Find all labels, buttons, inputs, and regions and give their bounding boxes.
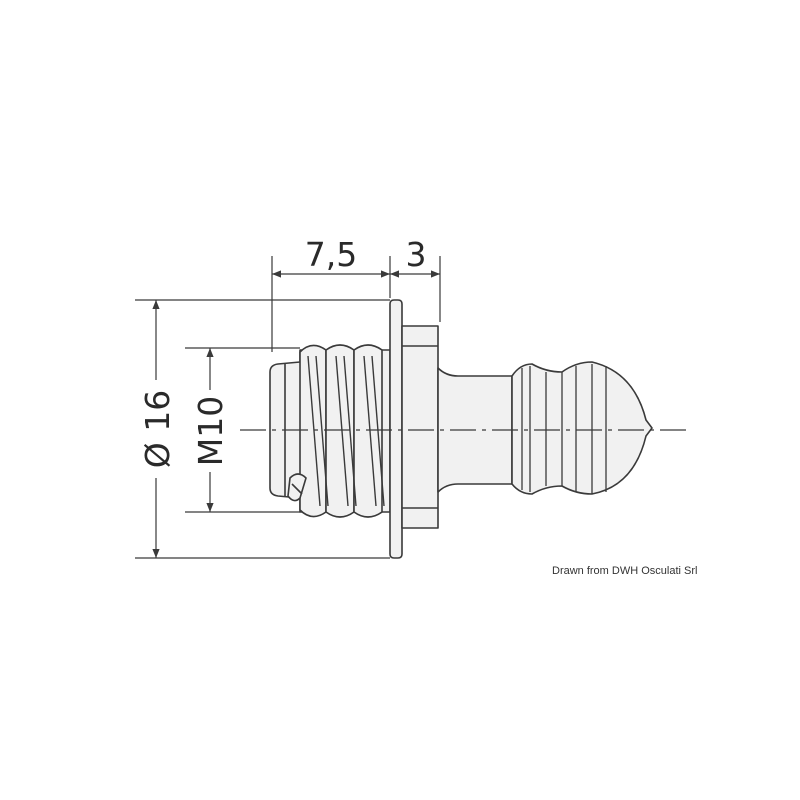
head-grooves [521,364,607,494]
flange [389,299,403,559]
shank-slot [287,473,307,502]
credit-caption: Drawn from DWH Osculati Srl [552,565,698,577]
dim-thread-label: M10 [191,396,230,466]
head [511,361,653,495]
thread-helix [307,355,385,507]
fastener-part [269,299,653,559]
dim-flange-thickness-label: 3 [406,235,427,274]
hex-collar [401,325,439,529]
dim-shank-length-label: 7,5 [305,235,357,274]
dim-diameter-label: Ø 16 [138,390,177,468]
dimension-lines [152,270,440,558]
